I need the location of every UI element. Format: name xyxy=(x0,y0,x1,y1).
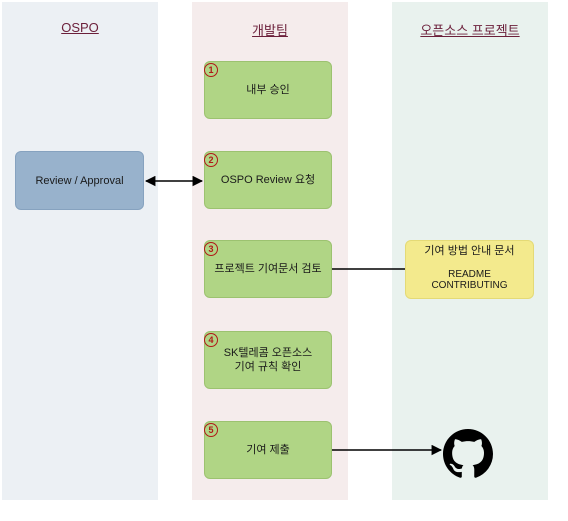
step-1-label: 내부 승인 xyxy=(246,84,290,96)
lane-title-open-source-project: 오픈소스 프로젝트 xyxy=(420,23,520,38)
lane-title-dev-team: 개발팀 xyxy=(252,23,288,38)
step-5-submit-contribution: 기여 제출 xyxy=(204,421,332,479)
step-2-number: 2 xyxy=(204,153,218,167)
step-3-label: 프로젝트 기여문서 검토 xyxy=(214,263,322,275)
step-4-label-line2: 기여 규칙 확인 xyxy=(234,361,302,373)
step-5-label: 기여 제출 xyxy=(246,444,290,456)
step-1-number: 1 xyxy=(204,63,218,77)
step-4-label-line1: SK텔레콤 오픈소스 xyxy=(223,347,313,359)
review-approval-label: Review / Approval xyxy=(35,174,124,187)
step-5-number: 5 xyxy=(204,423,218,437)
guide-title: 기여 방법 안내 문서 xyxy=(424,245,515,257)
step-3-contribution-doc-review: 프로젝트 기여문서 검토 xyxy=(204,240,332,298)
lane-title-ospo: OSPO xyxy=(61,20,99,35)
step-1-internal-approval: 내부 승인 xyxy=(204,61,332,119)
guide-readme: README xyxy=(448,269,491,280)
github-icon xyxy=(443,429,493,478)
step-2-ospo-review-request: OSPO Review 요청 xyxy=(204,151,332,209)
contribution-guide-box: 기여 방법 안내 문서 README CONTRIBUTING xyxy=(405,240,534,299)
step-4-number: 4 xyxy=(204,333,218,347)
review-approval-box: Review / Approval xyxy=(15,151,144,210)
step-3-number: 3 xyxy=(204,242,218,256)
step-4-contribution-rules: SK텔레콤 오픈소스 기여 규칙 확인 xyxy=(204,331,332,389)
lane-ospo: OSPO xyxy=(2,2,158,500)
step-2-label: OSPO Review 요청 xyxy=(220,174,316,186)
guide-contributing: CONTRIBUTING xyxy=(431,280,508,291)
